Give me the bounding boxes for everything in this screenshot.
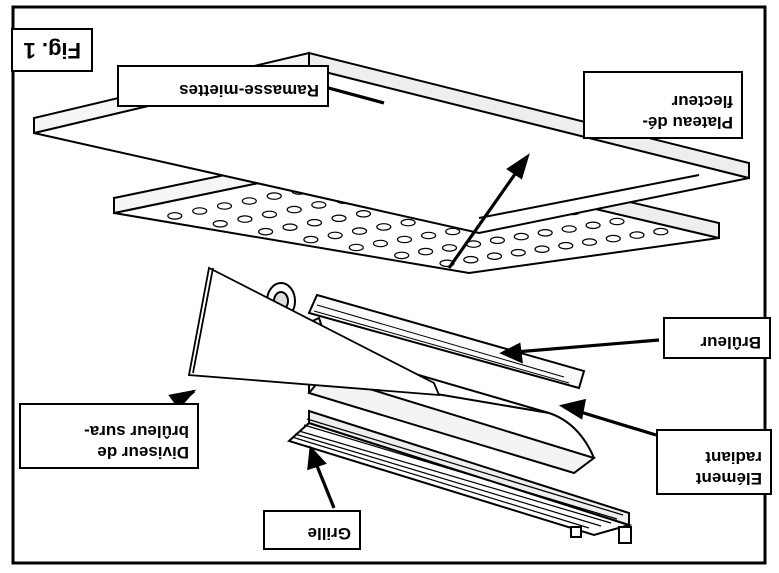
tray-hole — [282, 223, 298, 232]
tray-hole — [266, 192, 282, 200]
tray-hole — [561, 225, 577, 233]
tray-hole — [513, 232, 529, 241]
diviseur-part — [187, 266, 441, 397]
tray-hole — [257, 227, 274, 236]
tray-hole — [534, 245, 550, 254]
tray-hole — [510, 248, 526, 257]
tray-hole — [396, 235, 413, 244]
figure-label: Fig. 1 — [11, 28, 93, 72]
tray-hole — [537, 228, 553, 237]
arrow-plateau — [447, 156, 529, 269]
tray-hole — [376, 223, 392, 231]
tray-hole — [418, 247, 434, 256]
tray-hole — [167, 212, 183, 220]
tray-hole — [463, 255, 479, 264]
tray-hole — [348, 243, 364, 252]
tray-hole — [441, 244, 458, 252]
figure-border — [11, 5, 767, 565]
tray-hole — [241, 197, 257, 205]
label-grille: Grille — [263, 510, 361, 550]
arrow-grille-head — [307, 445, 327, 471]
label-element-radiant: Elément radiant — [656, 429, 772, 495]
tray-hole — [581, 238, 598, 246]
tray-hole — [192, 207, 208, 215]
tray-hole — [394, 251, 410, 260]
tray-hole — [311, 201, 327, 209]
tray-hole — [609, 217, 625, 226]
tray-hole — [331, 214, 347, 223]
tray-hole — [286, 205, 302, 214]
tray-hole — [489, 236, 505, 245]
label-diviseur-bruleur: Diviseur de brûleur sura- — [19, 403, 199, 469]
grille-part — [287, 409, 633, 544]
tray-hole — [212, 219, 228, 228]
tray-hole — [327, 231, 343, 240]
label-plateau-deflecteur: Plateau dé- flecteur — [583, 71, 743, 139]
tray-hole — [216, 202, 233, 210]
arrow-bruleur-head — [499, 342, 523, 364]
tray-hole — [585, 221, 601, 230]
tray-hole — [629, 231, 645, 239]
tray-hole — [400, 218, 416, 227]
tray-hole — [445, 227, 461, 236]
tray-hole — [486, 252, 503, 261]
tray-hole — [303, 235, 319, 244]
label-ramasse-miettes: Ramasse-miettes — [117, 65, 329, 107]
arrow-element-head — [558, 398, 587, 420]
arrow-plateau-head — [506, 153, 530, 180]
tray-hole — [351, 227, 368, 235]
label-bruleur: Brûleur — [663, 317, 771, 359]
tray-hole — [605, 234, 621, 243]
tray-hole — [261, 210, 278, 219]
tray-hole — [372, 239, 388, 248]
tray-hole — [558, 241, 574, 250]
tray-hole — [421, 231, 437, 240]
tray-hole — [653, 227, 669, 236]
tray-hole — [237, 215, 253, 223]
tray-hole — [306, 218, 323, 227]
arrow-bruleur — [503, 338, 660, 355]
arrow-diviseur-head — [168, 389, 197, 410]
tray-hole — [355, 209, 372, 218]
